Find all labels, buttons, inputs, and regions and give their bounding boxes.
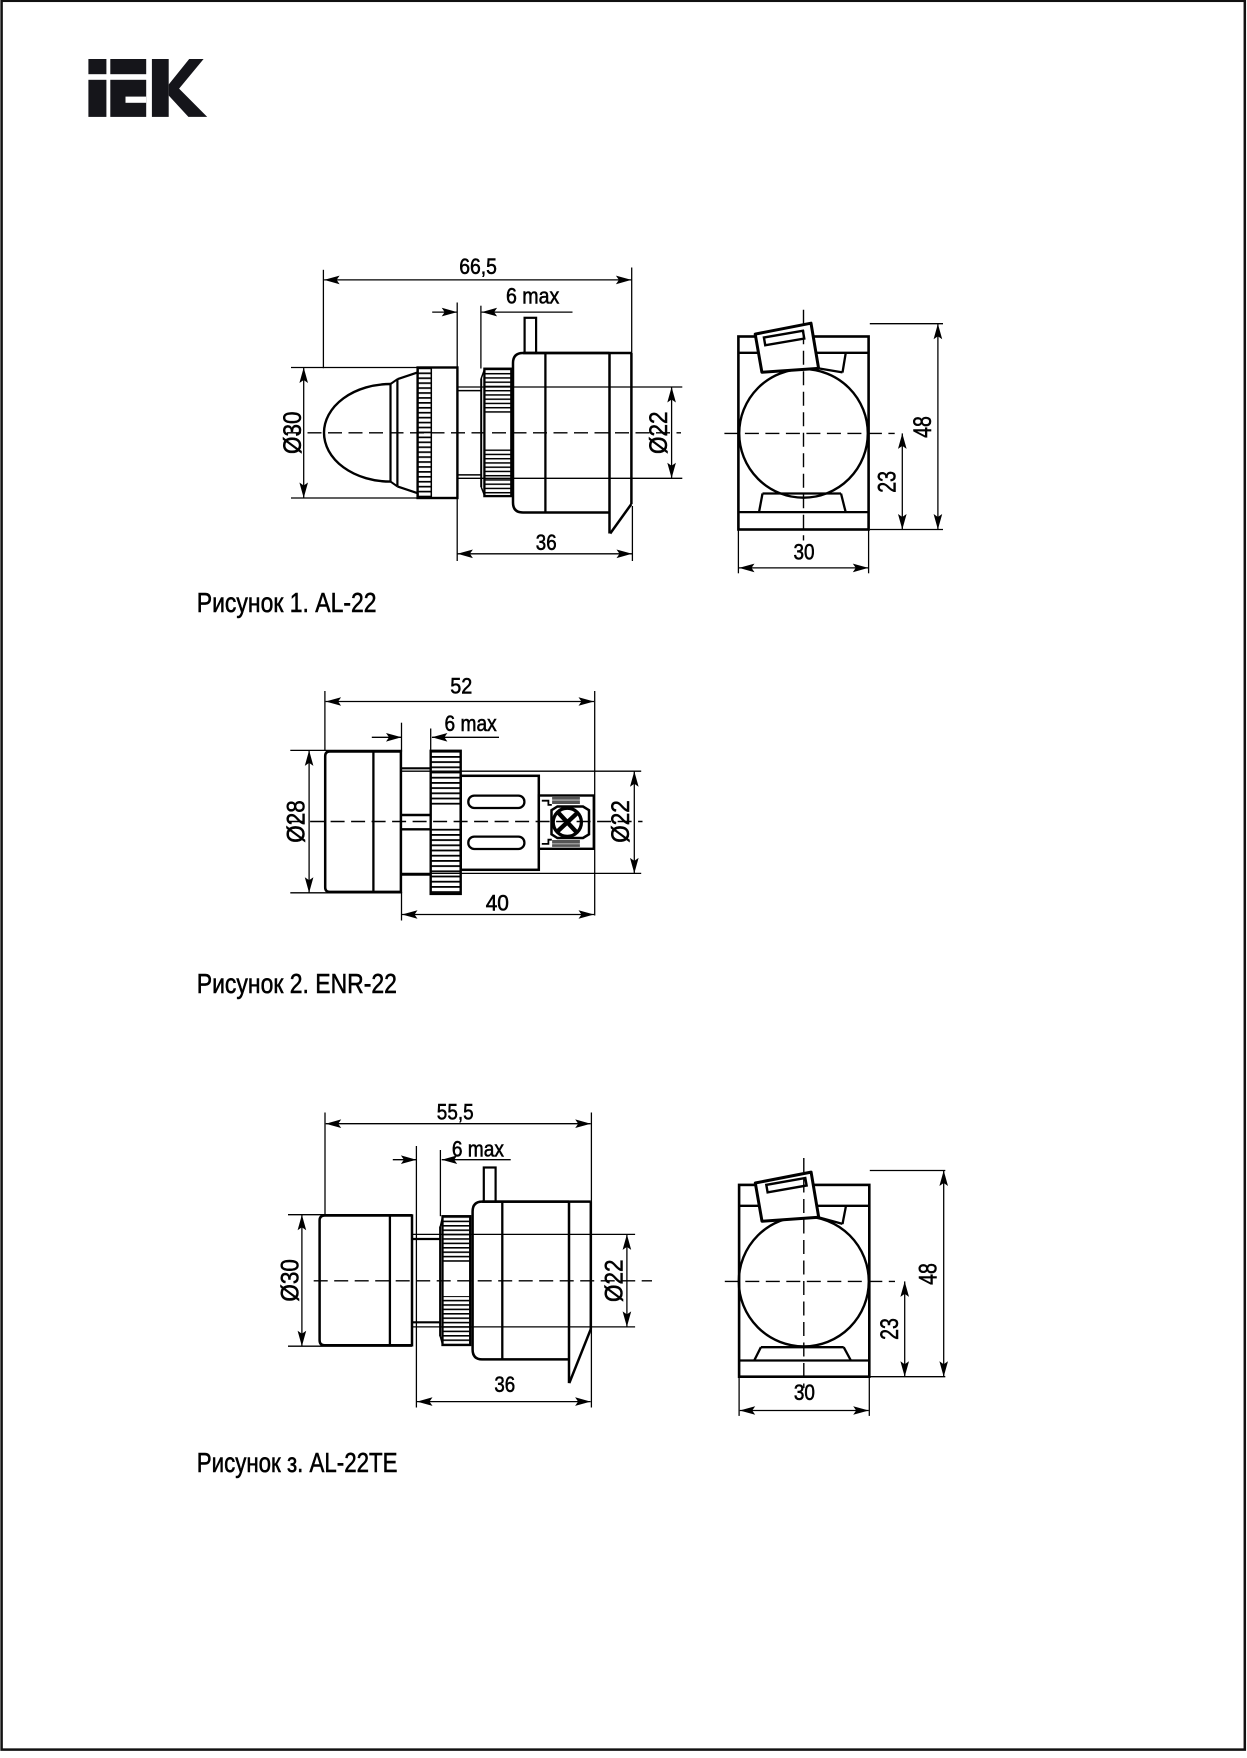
svg-text:36: 36 (536, 532, 557, 556)
svg-text:6 max: 6 max (445, 712, 498, 737)
svg-text:23: 23 (873, 471, 901, 493)
svg-text:Рисунок 1. AL-22: Рисунок 1. AL-22 (197, 588, 377, 618)
svg-text:55,5: 55,5 (437, 1100, 474, 1125)
svg-text:40: 40 (486, 891, 509, 916)
svg-text:6 max: 6 max (506, 285, 560, 309)
svg-text:66,5: 66,5 (459, 255, 497, 279)
svg-text:48: 48 (908, 416, 936, 438)
svg-text:Ø30: Ø30 (277, 1259, 305, 1301)
svg-text:52: 52 (450, 674, 472, 698)
svg-text:23: 23 (876, 1318, 904, 1340)
svg-text:6 max: 6 max (452, 1137, 505, 1162)
svg-text:36: 36 (494, 1373, 515, 1397)
svg-text:48: 48 (914, 1263, 942, 1285)
svg-text:30: 30 (793, 540, 814, 565)
svg-text:30: 30 (794, 1381, 815, 1406)
svg-text:Рисунок 2. ENR-22: Рисунок 2. ENR-22 (197, 969, 397, 999)
svg-text:Рисунок з. AL-22TE: Рисунок з. AL-22TE (197, 1448, 398, 1479)
